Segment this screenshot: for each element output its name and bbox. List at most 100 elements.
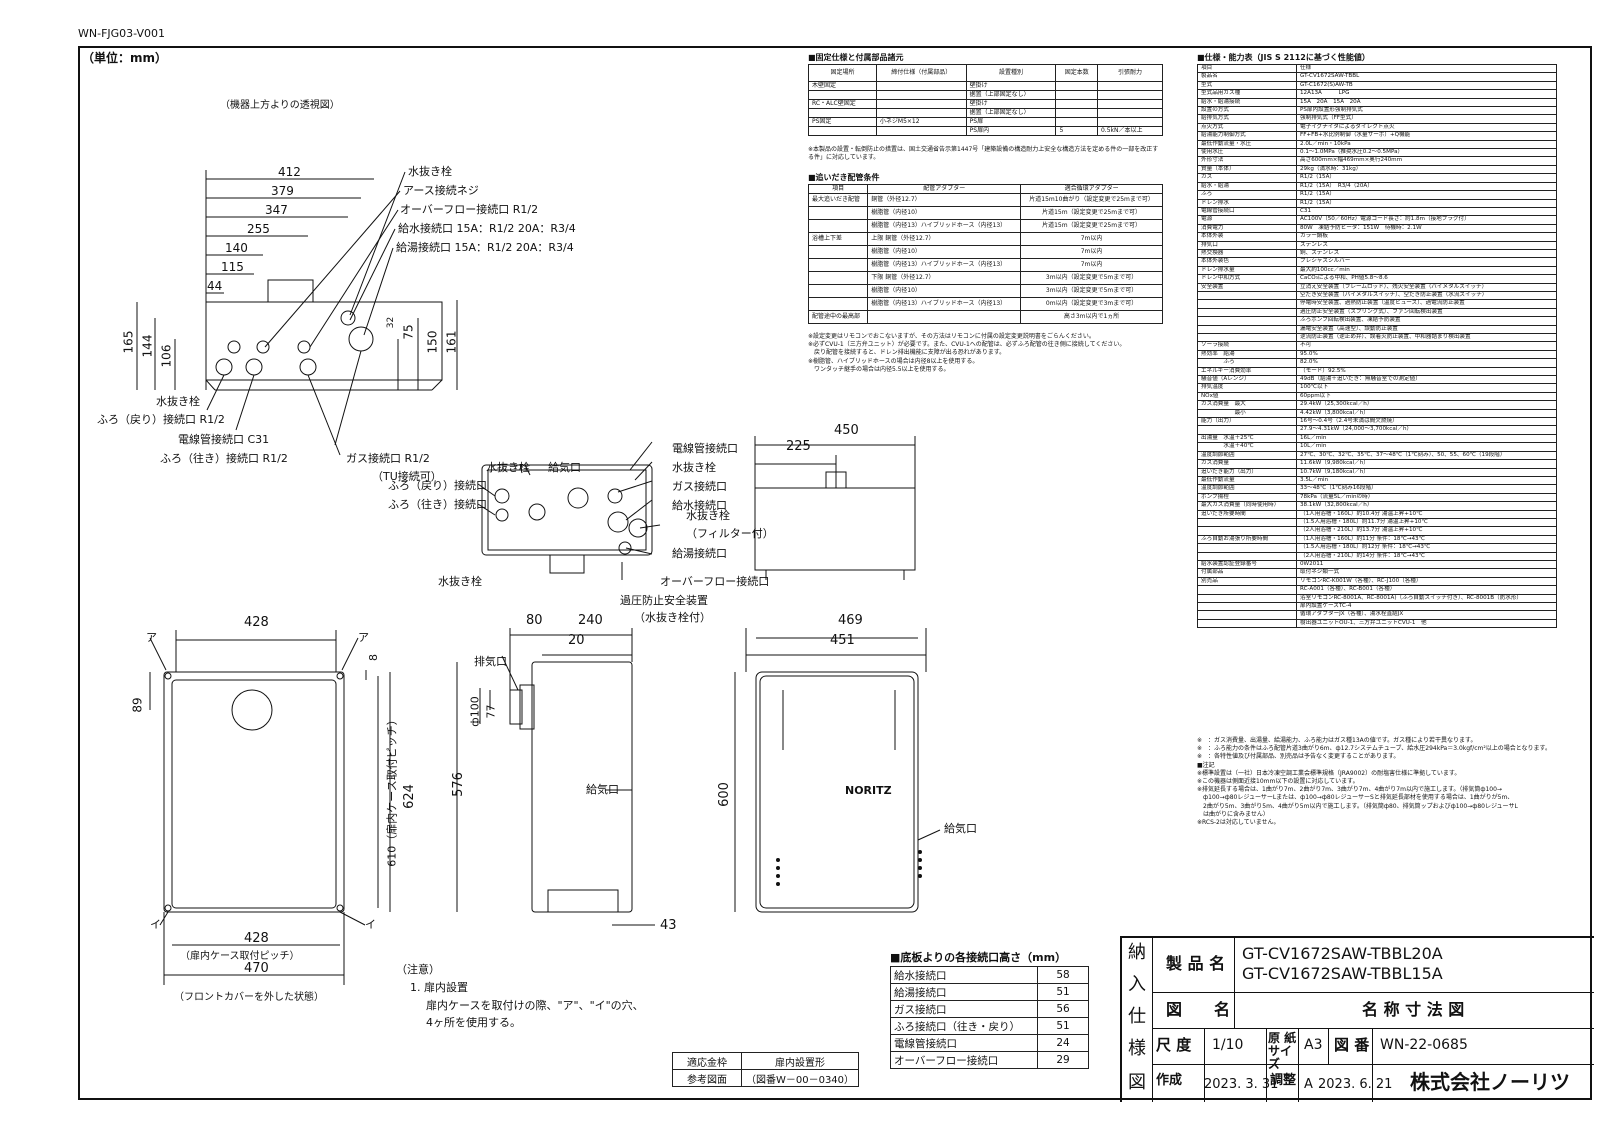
spec-value: 銅、ステンレス <box>1296 248 1557 259</box>
dim-165: 165 <box>121 330 136 354</box>
table-cell: PS固定 <box>808 117 877 127</box>
header-cell: 締付仕様（付属部品） <box>875 64 967 82</box>
drawing-number: WN-22-0685 <box>1380 1037 1468 1053</box>
spec-value: リモコンRC-K001W（各種）、RC-J100（各種） <box>1296 576 1557 587</box>
table-row: ふろ自動お湯張り所要時間（1人用浴槽・160L）約11分 条件：18℃→43℃ <box>1197 534 1557 545</box>
table-row: RC・ALC壁固定壁掛け <box>808 99 1164 109</box>
note-line: ※この機器は側面近接10mm以下の設置に対応しています。 <box>1197 778 1359 786</box>
exhaust-label: 排気口 <box>474 655 507 668</box>
spec-label: 出湯量 水温＋25℃ <box>1197 433 1297 444</box>
dim-451: 451 <box>830 633 855 648</box>
table-row: 排気口ステンレス <box>1197 240 1557 250</box>
fixing-note: ※本製品の設置・転倒防止の措置は、国土交通省告示第1447号「建築設備の構造耐力… <box>808 146 1159 162</box>
table-row: 空だき安全装置（バイメタルスイッチ）、空だき防止装置（水流スイッチ） <box>1197 290 1557 301</box>
spec-value: 扉内設置ケースTC-4 <box>1296 601 1557 612</box>
spec-value: 80W 凍結予防ヒータ：151W 待機時：2.1W <box>1296 223 1557 234</box>
made-label: 作成 <box>1156 1073 1183 1088</box>
spec-value: 過圧防止安全装置（スプリング式）、ファン回転検出装置 <box>1296 307 1557 318</box>
spec-label: 熱効率 給湯 <box>1197 349 1297 360</box>
spec-value: カラー鋼板 <box>1296 232 1557 242</box>
spec-label: 電線管接続口 <box>1197 206 1297 217</box>
callout-tu: （TU接続可） <box>372 470 442 483</box>
spec-label: 型式 <box>1197 80 1297 91</box>
callout-conduit: 電線管接続口 C31 <box>178 433 270 446</box>
spec-label: 給排気方式 <box>1197 114 1297 124</box>
note-line: ※排気延長する場合は、1曲がり7m、2曲がり7m、3曲がり7m、4曲がり7m以内… <box>1197 786 1502 794</box>
table-row: ふろ接続口（往き・戻り）51 <box>890 1017 1089 1035</box>
piping-notes: ※設定変更はリモコンでおこないますが、その方法はリモコンに付属の設定変更説明書を… <box>808 333 1125 374</box>
spec-label <box>1197 543 1297 553</box>
table-cell: 樹脂管（内径13）ハイブリッドホース（内径13） <box>867 258 1022 272</box>
piping-table: 項目配管アダプター適合循環アダプター最大追いだき配管銅管（外径12.7）片道15… <box>807 184 1163 324</box>
mid-air-intake: 給気口 <box>548 461 581 474</box>
dim-412: 412 <box>278 165 301 179</box>
table-row: 項目仕様 <box>1197 63 1557 74</box>
spec-value: 16号〜0.4号（2.4号未満は間欠燃焼） <box>1296 417 1557 427</box>
height-label: 給湯接続口 <box>890 983 1038 1001</box>
note-line: 2曲がり5m、3曲がり5m、4曲がり5m以内で施工します。（排気筒ф80、排気筒… <box>1197 802 1518 810</box>
table-row: 樹脂管（内径10）7m以内 <box>807 245 1163 259</box>
table-row: 下限 銅管（外径12.7）3m以内（設定変更で5mまで可） <box>807 271 1163 285</box>
made-date: 2023. 3. 31 <box>1204 1077 1279 1092</box>
dim-576: 576 <box>450 772 466 797</box>
table-cell: 小ネジM5×12 <box>875 117 967 127</box>
side-char: 仕 <box>1128 1006 1146 1027</box>
spec-value: 29kg（満水時：31kg） <box>1296 164 1557 175</box>
spec-value: （2人用浴槽・210L）約14分 条件：18℃→43℃ <box>1296 551 1557 561</box>
table-cell: 配管途中の最高部 <box>807 310 869 324</box>
spec-label: ドレン排水量 <box>1197 265 1297 276</box>
header-cell: 引張耐力 <box>1096 64 1164 82</box>
ref-cell: 適応金枠 <box>672 1052 742 1070</box>
table-cell <box>1055 108 1098 118</box>
spec-label: ガス消費量 最大 <box>1197 400 1297 410</box>
table-cell <box>1096 99 1164 109</box>
table-row: （1.5人用浴槽・180L）約12分 条件：18℃→43℃ <box>1197 543 1557 553</box>
spec-label <box>1197 610 1297 620</box>
spec-label: 追いだき能力（出力） <box>1197 467 1297 477</box>
spec-value: （1.5人用浴槽・180L）約11.7分 湯温上昇+10℃ <box>1296 517 1557 528</box>
spec-value: 29.4kW（25,300kcal／h） <box>1296 400 1557 410</box>
table-cell: 0m以内（設定変更で3mまで可） <box>1020 297 1163 311</box>
note-line: 戻り配管を接続すると、ドレン排出機能に支障が出る恐れがあります。 <box>808 349 1006 357</box>
spec-value: ふろポンプ回転検出装置、凍結予防装置 <box>1296 316 1557 326</box>
spec-value: C31 <box>1296 206 1557 217</box>
top-view-title: （機器上方よりの透視図） <box>220 100 340 111</box>
dim-610-pitch: 610（扉内ケース取付ピッチ） <box>385 714 399 867</box>
spec-value: 4.42kW（3,800kcal／h） <box>1296 408 1557 419</box>
paper-label: 原 紙 サイズ <box>1268 1031 1297 1071</box>
table-cell: 浴槽上下差 <box>807 232 869 246</box>
spec-label: 排気口 <box>1197 240 1297 250</box>
spec-value: 漏電安全装置（高速型）、誤動防止装置 <box>1296 324 1557 335</box>
revised-date: 2023. 6. 21 <box>1318 1077 1393 1092</box>
mid-pressure-relief: 過圧防止安全装置 <box>620 594 708 607</box>
table-cell <box>1055 99 1098 109</box>
dim-32: 32 <box>386 316 397 329</box>
spec-label: 最低作動流量・水圧 <box>1197 139 1297 150</box>
front-cover-label: （フロントカバーを外した状態） <box>174 992 324 1003</box>
mid-water: 給水接続口 <box>672 499 727 512</box>
table-row: 外形寸法高さ600mm×幅469mm×奥行240mm <box>1197 156 1557 166</box>
dim-469: 469 <box>838 613 863 628</box>
spec-value: ステンレス <box>1296 240 1557 250</box>
dim-225: 225 <box>786 439 811 454</box>
header-cell: 適合循環アダプター <box>1020 184 1163 194</box>
document-code: WN-FJG03-V001 <box>78 27 166 40</box>
table-cell <box>875 81 967 91</box>
spec-label: NOx値 <box>1197 391 1297 402</box>
side-char: 入 <box>1128 974 1146 995</box>
spec-label: 別売品 <box>1197 576 1297 587</box>
spec-value: 強制排気式（FF型式） <box>1296 114 1557 124</box>
table-cell <box>807 245 869 259</box>
spec-label: ふろ自動お湯張り所要時間 <box>1197 534 1297 545</box>
callout-bath-supply: ふろ（往き）接続口 R1/2 <box>160 452 288 465</box>
